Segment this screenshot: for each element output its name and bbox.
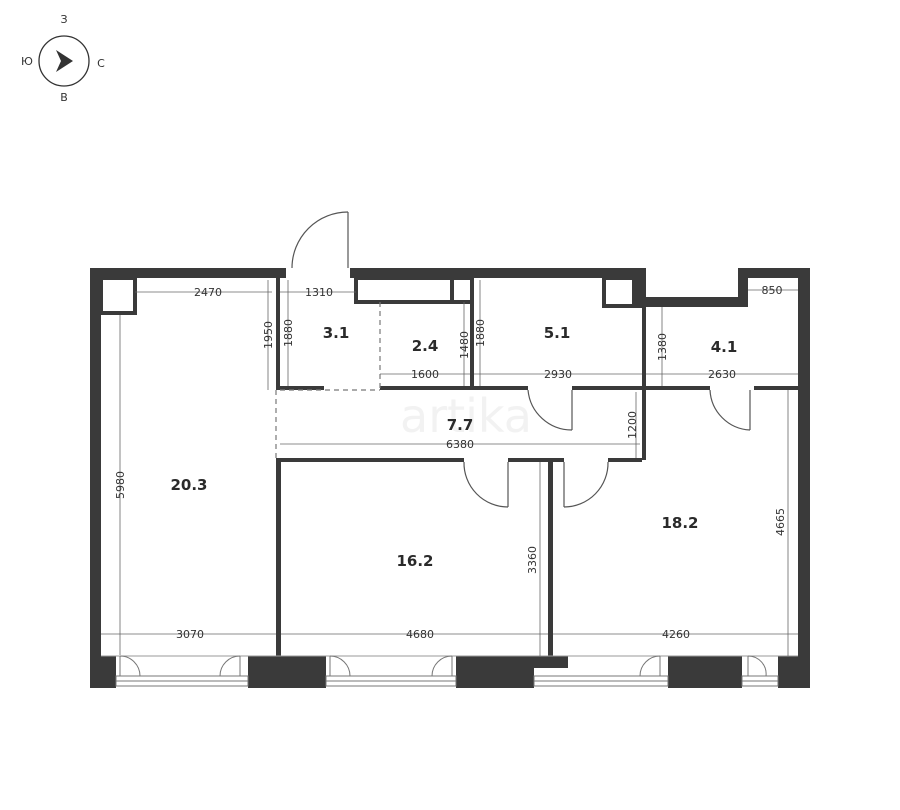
room-area-entry: 3.1 [323, 324, 350, 342]
bedroom-mid-door[interactable] [463, 461, 509, 508]
dim-entry-width: 1310 [305, 286, 333, 299]
dim-wardrobe-width: 1600 [411, 368, 439, 381]
doors [291, 211, 751, 508]
windows [101, 655, 798, 687]
room-area-bathroom: 5.1 [544, 324, 571, 342]
dim-bedroom-mid-width: 4680 [406, 628, 434, 641]
room-area-wardrobe: 2.4 [412, 337, 439, 355]
dim-bedroom-right-width: 4260 [662, 628, 690, 641]
dim-living-bottom-width: 3070 [176, 628, 204, 641]
compass-north-label: З [60, 13, 67, 26]
dim-hall-width: 6380 [446, 438, 474, 451]
room-area-bathroom-2: 4.1 [711, 338, 738, 356]
compass-east-label: С [97, 57, 105, 70]
compass-west-label: Ю [21, 55, 33, 68]
compass-ring [38, 35, 90, 87]
dim-living-niche-height: 1950 [262, 321, 275, 349]
dim-hall-height: 1200 [626, 411, 639, 439]
walls [90, 268, 810, 688]
dim-bath-width: 2930 [544, 368, 572, 381]
dashed-partitions [275, 302, 381, 460]
room-area-living: 20.3 [170, 476, 207, 494]
dim-wardrobe-height: 1480 [458, 331, 471, 359]
dim-bedroom-right-height: 4665 [774, 508, 787, 536]
room-areas: 20.3 16.2 18.2 7.7 3.1 2.4 5.1 4.1 [170, 324, 737, 570]
compass-arrow-icon [56, 50, 73, 72]
dimension-lines [101, 280, 798, 656]
dim-bath-height: 1880 [474, 319, 487, 347]
dim-bath2-height: 1380 [656, 333, 669, 361]
room-area-hallway: 7.7 [447, 416, 474, 434]
entrance-door[interactable] [291, 211, 349, 269]
dim-entry-height: 1880 [282, 319, 295, 347]
bathroom-2-door[interactable] [709, 389, 751, 431]
bedroom-right-door[interactable] [563, 461, 609, 508]
dim-living-height: 5980 [114, 471, 127, 499]
bathroom-door[interactable] [527, 389, 573, 431]
dim-living-top-width: 2470 [194, 286, 222, 299]
room-area-bedroom-right: 18.2 [661, 514, 698, 532]
watermark: artika [400, 389, 532, 443]
dim-bath2-width: 2630 [708, 368, 736, 381]
dim-bath2-niche-width: 850 [762, 284, 783, 297]
compass: З В Ю С [21, 13, 105, 104]
dim-bedroom-mid-height: 3360 [526, 546, 539, 574]
dimension-labels: 2470 1950 1880 1310 5980 1480 1600 1880 … [114, 284, 787, 641]
compass-south-label: В [60, 91, 68, 104]
room-area-bedroom-mid: 16.2 [396, 552, 433, 570]
